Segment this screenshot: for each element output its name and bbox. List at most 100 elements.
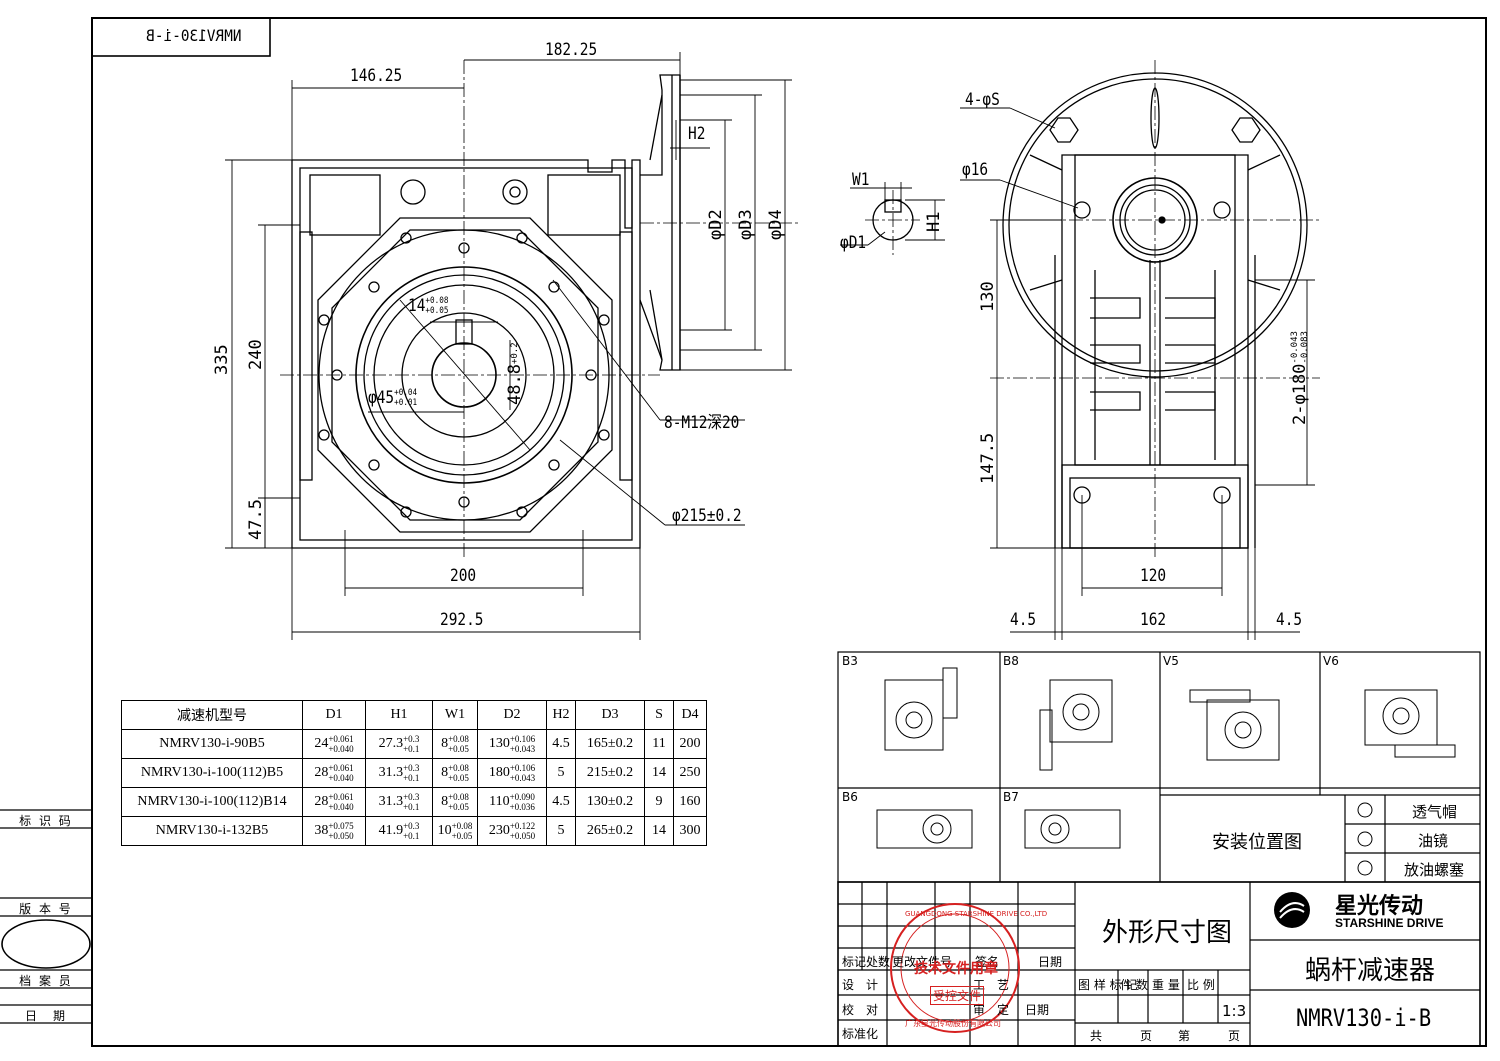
cell-w1: 8+0.08+0.05 [432,787,478,817]
label-standard: 标准化 [842,1027,879,1041]
dim-47-5: 47.5 [246,499,266,540]
cell-value: 41.9 [378,823,404,839]
stamp-sub: 受控文件 [930,986,985,1005]
dim-bore-value: φ45 [368,388,395,408]
cell-h1: 41.9+0.3+0.1 [365,816,433,846]
brand-cn: 星光传动 [1335,893,1424,919]
label-process: 工 艺 [973,978,1010,992]
cell-value: 230 [488,823,510,839]
drawing-code-mirrored: NMRV130-i-B [146,26,242,45]
tol-up: +0.08 [448,763,469,773]
cell-value: 8 [441,765,449,781]
tol-up: +0.061 [328,763,354,773]
legend-drain-plug: 放油螺塞 [1404,861,1465,879]
legend-breather: 透气帽 [1412,803,1458,821]
page-num-label: 第 [1178,1029,1191,1043]
spec-table-header: 减速机型号 D1 H1 W1 D2 H2 D3 S D4 [121,700,707,730]
mount-v5: V5 [1163,654,1179,668]
cell-s: 14 [644,758,674,788]
dim-200: 200 [450,566,477,586]
dim-182-25: 182.25 [545,40,598,60]
dim-240: 240 [246,339,266,370]
cell-d4: 300 [673,816,707,846]
col-d1: D1 [302,700,366,730]
tol-up: +0.090 [509,792,535,802]
tol-up: +0.3 [403,821,420,831]
tol-low: +0.040 [328,744,354,754]
attr-scale: 比 例 [1187,978,1215,992]
tol-low: +0.1 [403,773,420,783]
stamp-main: 技术文件用章 [914,961,998,977]
tol-low: +0.1 [403,831,420,841]
page-num-unit: 页 [1228,1029,1241,1043]
cell-value: 28 [314,794,329,810]
cell-h1: 27.3+0.3+0.1 [365,729,433,759]
cell-value: 27.3 [378,736,404,752]
row-date: 日期 [1038,955,1063,969]
cell-model: NMRV130-i-100(112)B14 [121,787,303,817]
cell-value: 31.3 [378,765,404,781]
spec-table: 减速机型号 D1 H1 W1 D2 H2 D3 S D4 NMRV130-i-9… [121,700,707,846]
cell-model: NMRV130-i-132B5 [121,816,303,846]
dim-d1: φD1 [840,233,867,253]
cell-h2: 4.5 [546,787,576,817]
mount-b6: B6 [842,790,858,804]
tol-up: +0.075 [328,821,354,831]
cell-s: 14 [644,816,674,846]
dim-key-depth-tol: +0.2 [510,342,520,365]
row-mark: 标记 [842,955,867,969]
tol-low: +0.01 [394,398,418,408]
dim-147-5: 147.5 [978,432,998,484]
dim-130: 130 [978,281,998,312]
dim-key-depth-value: 48.8 [505,364,525,405]
dim-pcd: φ215±0.2 [672,506,742,526]
cell-d2: 130+0.106+0.043 [477,729,547,759]
cell-d1: 28+0.061+0.040 [302,758,366,788]
label-check: 校 对 [842,1003,879,1017]
col-model: 减速机型号 [121,700,303,730]
mount-v6: V6 [1323,654,1339,668]
cell-w1: 8+0.08+0.05 [432,729,478,759]
attr-count: 件 数 [1120,978,1148,992]
col-s: S [644,700,674,730]
cell-value: 24 [314,736,329,752]
dim-162: 162 [1140,610,1167,630]
tol-low: +0.043 [509,773,536,783]
mount-b3: B3 [842,654,858,668]
cell-model: NMRV130-i-100(112)B5 [121,758,303,788]
dim-d2: φD2 [706,209,726,240]
cell-value: 28 [314,765,329,781]
cell-s: 9 [644,787,674,817]
cell-value: 8 [441,736,449,752]
side-id-code: 标 识 码 [19,814,73,828]
product-name: 蜗杆减速器 [1305,956,1436,986]
scale-value: 1:3 [1222,1002,1247,1020]
dim-335: 335 [212,344,232,375]
col-h2: H2 [546,700,576,730]
row-change-doc: 更改文件号 [892,955,953,969]
dim-threads: 8-M12深20 [664,413,740,433]
dim-h1: H1 [924,211,944,232]
row-count: 处数 [866,955,891,969]
cell-d3: 265±0.2 [575,816,645,846]
mount-b8: B8 [1003,654,1019,668]
brand-en: STARSHINE DRIVE [1335,916,1444,930]
tol-up: +0.08 [448,734,469,744]
dim-phi16: φ16 [962,160,989,180]
cell-h1: 31.3+0.3+0.1 [365,787,433,817]
cell-d2: 110+0.090+0.036 [477,787,547,817]
tol-up: +0.3 [403,763,420,773]
page-total-label: 共 [1090,1029,1103,1043]
col-d3: D3 [575,700,645,730]
stamp-ring-text: GUANGDONG STARSHINE DRIVE CO.,LTD [905,910,1048,918]
dim-120: 120 [1140,566,1167,586]
dim-key-depth: 48.8+0.2 [505,342,525,405]
tol-low: +0.050 [328,831,354,841]
row-sign: 签名 [975,955,1000,969]
tol-low: +0.050 [509,831,536,841]
cell-value: 8 [441,794,449,810]
cell-d2: 230+0.122+0.050 [477,816,547,846]
stamp-bottom-text: 广东星光传动股份有限公司 [905,1019,1001,1028]
